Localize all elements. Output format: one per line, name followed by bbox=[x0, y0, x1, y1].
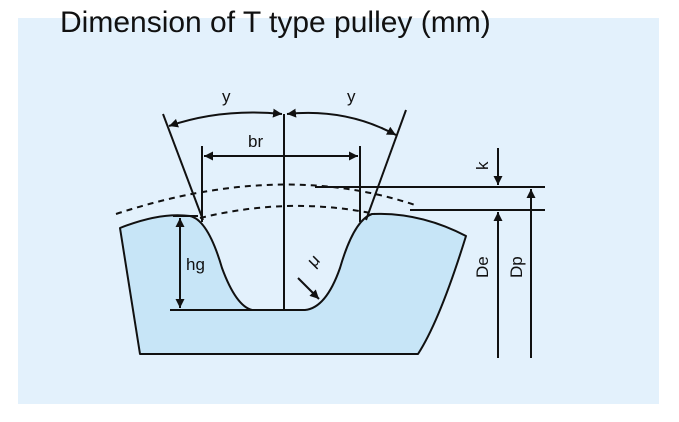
mu-label: μ bbox=[303, 250, 323, 270]
mu-radius-arrow bbox=[297, 277, 320, 300]
y-left-label: y bbox=[222, 87, 231, 106]
hg-label: hg bbox=[186, 255, 205, 274]
right-flank-line bbox=[365, 109, 407, 221]
y-right-label: y bbox=[347, 87, 356, 106]
pulley-body bbox=[119, 212, 467, 355]
diagram-title: Dimension of T type pulley (mm) bbox=[60, 6, 491, 39]
de-label: De bbox=[473, 256, 492, 278]
k-label: k bbox=[473, 161, 492, 170]
y-left-arc bbox=[168, 108, 283, 128]
y-right-arc bbox=[286, 108, 397, 136]
outer-dashed-arc bbox=[115, 183, 416, 215]
br-label: br bbox=[248, 132, 263, 151]
left-flank-line bbox=[162, 113, 204, 221]
inner-dashed-arc bbox=[199, 204, 376, 219]
dp-label: Dp bbox=[507, 256, 526, 278]
